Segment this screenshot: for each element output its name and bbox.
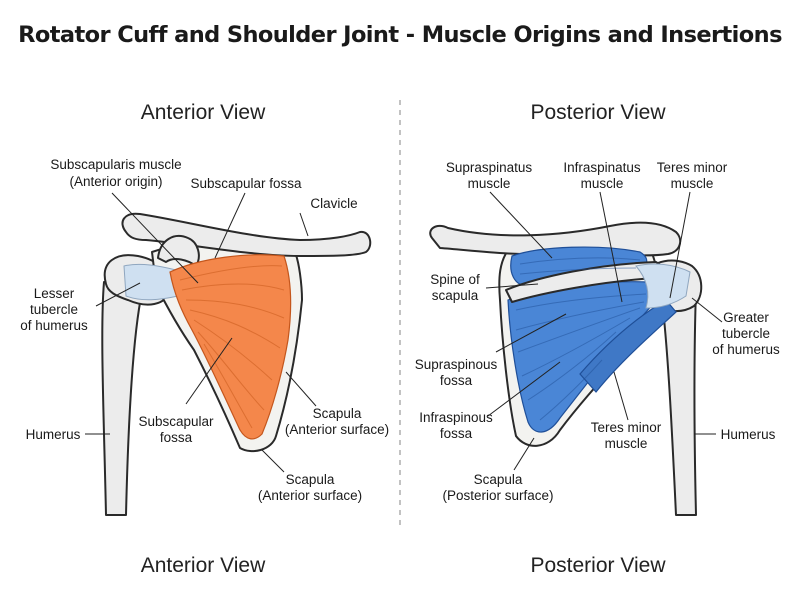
- label-supraspinous-fossa-2: fossa: [440, 373, 473, 388]
- label-spine-of-scapula-2: scapula: [432, 288, 479, 303]
- label-infraspinatus-1: Infraspinatus: [563, 160, 641, 175]
- label-lesser-tubercle-3: of humerus: [20, 318, 88, 333]
- label-greater-tubercle-2: tubercle: [722, 326, 770, 341]
- posterior-teres-minor-muscle: [579, 299, 677, 393]
- label-scapula-mid-2: (Anterior surface): [285, 422, 389, 437]
- anterior-subscapularis-muscle: [169, 254, 292, 440]
- anterior-view-heading-top: Anterior View: [141, 101, 266, 124]
- label-greater-tubercle-3: of humerus: [712, 342, 780, 357]
- label-teres-minor-low-2: muscle: [605, 436, 648, 451]
- label-teres-minor-low-1: Teres minor: [591, 420, 662, 435]
- posterior-view: Posterior View Posterior View: [415, 101, 780, 577]
- label-humerus-anterior: Humerus: [26, 427, 81, 442]
- label-infraspinous-fossa-2: fossa: [440, 426, 473, 441]
- leader-infraspinatus: [599, 191, 623, 303]
- label-supraspinatus-1: Supraspinatus: [446, 160, 533, 175]
- leader-supraspinatus: [489, 191, 553, 259]
- label-lesser-tubercle-1: Lesser: [34, 286, 75, 301]
- posterior-view-heading-bottom: Posterior View: [530, 554, 666, 577]
- anterior-humerus: [101, 281, 143, 516]
- label-scapula-low-2: (Anterior surface): [258, 488, 362, 503]
- anterior-coracoid: [157, 235, 200, 267]
- label-teres-minor-top-2: muscle: [671, 176, 714, 191]
- leader-teres-minor-top: [669, 191, 691, 299]
- anterior-view-heading-bottom: Anterior View: [141, 554, 266, 577]
- leader-spine-of-scapula: [485, 283, 539, 289]
- label-infraspinous-fossa-1: Infraspinous: [419, 410, 493, 425]
- figure-title: Rotator Cuff and Shoulder Joint - Muscle…: [18, 22, 782, 48]
- leader-scapula-low: [261, 449, 285, 473]
- leader-scapula-posterior: [513, 437, 535, 471]
- label-subscapular-fossa-top: Subscapular fossa: [190, 176, 302, 191]
- label-clavicle: Clavicle: [310, 196, 357, 211]
- leader-subscapular-fossa-top: [214, 192, 246, 259]
- anterior-view: Anterior View Anterior View: [20, 101, 389, 577]
- leader-subscapularis: [111, 192, 199, 284]
- posterior-rotator-tendons: [635, 263, 691, 309]
- leader-supraspinous-fossa: [495, 313, 567, 353]
- leader-greater-tubercle: [691, 297, 723, 323]
- leader-lesser-tubercle: [95, 282, 141, 307]
- posterior-humerus: [661, 289, 697, 516]
- label-scapula-posterior-1: Scapula: [474, 472, 523, 487]
- label-lesser-tubercle-2: tubercle: [30, 302, 78, 317]
- leader-subscapular-fossa-low: [185, 337, 233, 405]
- leader-clavicle: [299, 212, 309, 237]
- anterior-subscapularis-tendon: [123, 263, 179, 301]
- label-supraspinatus-2: muscle: [468, 176, 511, 191]
- label-infraspinatus-2: muscle: [581, 176, 624, 191]
- label-subscapularis-muscle: Subscapularis muscle: [50, 157, 181, 172]
- leader-teres-minor-low: [613, 371, 629, 421]
- label-greater-tubercle-1: Greater: [723, 310, 769, 325]
- posterior-view-heading-top: Posterior View: [530, 101, 666, 124]
- label-scapula-posterior-2: (Posterior surface): [442, 488, 553, 503]
- label-teres-minor-top-1: Teres minor: [657, 160, 728, 175]
- leader-infraspinous-fossa: [487, 361, 561, 417]
- label-humerus-posterior: Humerus: [721, 427, 776, 442]
- label-scapula-mid-1: Scapula: [313, 406, 362, 421]
- label-subscapular-fossa-1: Subscapular: [138, 414, 214, 429]
- label-spine-of-scapula-1: Spine of: [430, 272, 480, 287]
- label-subscapular-fossa-2: fossa: [160, 430, 193, 445]
- posterior-muscle-fibers: [515, 257, 647, 421]
- label-scapula-low-1: Scapula: [286, 472, 335, 487]
- leader-scapula-mid: [285, 371, 317, 407]
- label-subscapularis-origin: (Anterior origin): [69, 174, 162, 189]
- label-supraspinous-fossa-1: Supraspinous: [415, 357, 498, 372]
